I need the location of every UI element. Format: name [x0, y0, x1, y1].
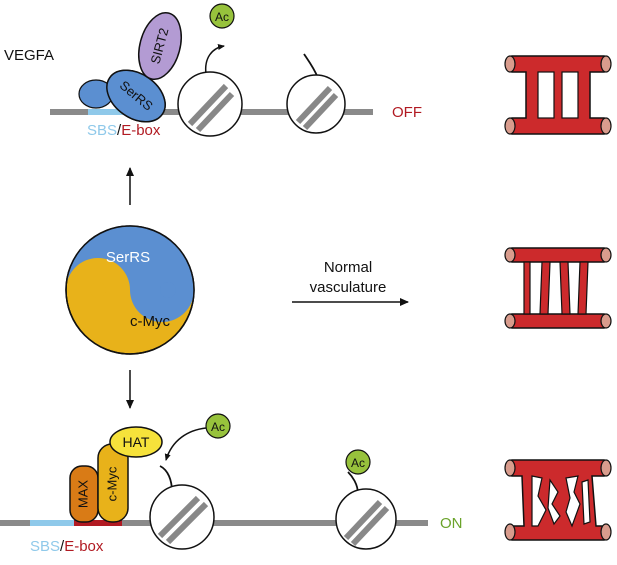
bottom-hat-protein: HAT	[109, 426, 163, 458]
top-nucleosome-2	[286, 53, 346, 134]
bottom-cmyc-label: c-Myc	[104, 466, 119, 501]
top-nucleosome-1	[177, 44, 243, 137]
top-ac-group: Ac	[209, 3, 235, 29]
bottom-acetylation-arrow	[164, 427, 207, 461]
top-ac-icon	[209, 3, 235, 29]
bottom-ac-group-2: Ac	[345, 449, 371, 475]
bottom-panel: MAX c-Myc HAT Ac	[0, 413, 612, 555]
top-sbs-text: SBS	[87, 122, 117, 139]
vessel-bottom	[504, 459, 612, 541]
vessel-top	[504, 55, 612, 135]
bottom-ac-label-1: Ac	[211, 420, 225, 434]
bottom-hat-label: HAT	[123, 434, 150, 450]
middle-panel: SerRS c-Myc Normal vasculature	[65, 167, 612, 409]
bottom-nucleosome-2	[335, 471, 397, 550]
normal-vasculature-line1: Normal	[324, 259, 372, 276]
normal-vasculature-line2: vasculature	[310, 279, 387, 296]
bottom-ac-label-2: Ac	[351, 456, 365, 470]
bottom-ac-group-1: Ac	[205, 413, 231, 439]
bottom-nucleosome-1	[149, 465, 215, 550]
yinyang-cmyc-label: c-Myc	[130, 313, 170, 330]
gene-label: VEGFA	[4, 47, 54, 64]
svg-text:SBS/E-box: SBS/E-box	[87, 122, 161, 139]
yinyang-serrs-label: SerRS	[106, 249, 150, 266]
serrs-cmyc-yinyang: SerRS c-Myc	[65, 225, 195, 355]
top-slash-text: /	[117, 122, 122, 139]
bottom-site-caption: SBS/E-box	[30, 538, 104, 555]
top-sirt2-protein: SIRT2	[138, 12, 182, 80]
bottom-cmyc-protein: c-Myc	[97, 443, 129, 523]
top-site-caption: SBS/E-box	[87, 122, 161, 139]
top-panel: VEGFA SerRS SerRS SIRT2 Ac	[4, 3, 612, 139]
bottom-max-label: MAX	[75, 480, 90, 509]
bottom-slash-text: /	[60, 538, 65, 555]
top-state-label: OFF	[392, 104, 422, 121]
vessel-middle	[504, 247, 612, 329]
top-ac-label: Ac	[215, 10, 229, 24]
bottom-ebox-text: E-box	[64, 538, 104, 555]
bottom-ac-icon-2	[345, 449, 371, 475]
bottom-ac-icon-1	[205, 413, 231, 439]
bottom-state-label: ON	[440, 515, 463, 532]
bottom-sbs-text: SBS	[30, 538, 60, 555]
svg-text:SBS/E-box: SBS/E-box	[30, 538, 104, 555]
top-ebox-text: E-box	[121, 122, 161, 139]
bottom-max-protein: MAX	[69, 465, 99, 523]
